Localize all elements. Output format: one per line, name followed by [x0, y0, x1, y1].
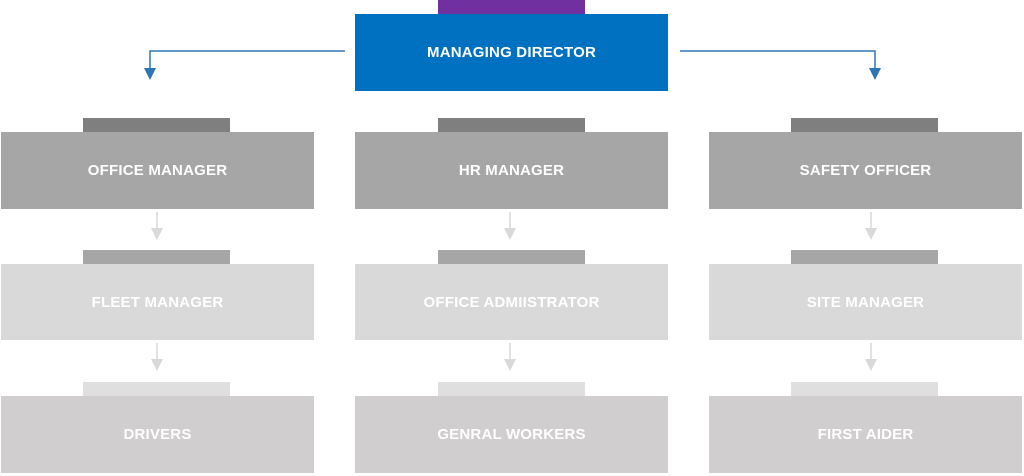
- general-workers-label: GENRAL WORKERS: [437, 426, 586, 443]
- office-manager-box: OFFICE MANAGER: [1, 132, 314, 209]
- director-tab: [438, 0, 585, 14]
- office-administrator-tab: [438, 250, 585, 264]
- office-administrator-label: OFFICE ADMIISTRATOR: [423, 293, 600, 311]
- arrow-head-col3-l1-l2: [865, 228, 877, 240]
- hr-manager-tab: [438, 118, 585, 132]
- office-manager-tab: [83, 118, 230, 132]
- fleet-manager-box: FLEET MANAGER: [1, 264, 314, 340]
- arrow-head-right-top: [869, 68, 881, 80]
- fleet-manager-tab: [83, 250, 230, 264]
- connector-right-top: [680, 50, 876, 70]
- office-administrator-box: OFFICE ADMIISTRATOR: [355, 264, 668, 340]
- arrow-head-col3-l2-l3: [865, 359, 877, 371]
- office-manager-label: OFFICE MANAGER: [87, 162, 228, 179]
- arrow-head-col2-l2-l3: [504, 359, 516, 371]
- drivers-tab: [83, 382, 230, 396]
- drivers-label: DRIVERS: [123, 426, 192, 443]
- general-workers-tab: [438, 382, 585, 396]
- arrow-head-col1-l1-l2: [151, 228, 163, 240]
- site-manager-box: SITE MANAGER: [709, 264, 1022, 340]
- arrow-head-col1-l2-l3: [151, 359, 163, 371]
- site-manager-label: SITE MANAGER: [806, 293, 925, 311]
- drivers-box: DRIVERS: [1, 396, 314, 473]
- arrow-head-col2-l1-l2: [504, 228, 516, 240]
- first-aider-label: FIRST AIDER: [817, 426, 914, 443]
- safety-officer-tab: [791, 118, 938, 132]
- hr-manager-box: HR MANAGER: [355, 132, 668, 209]
- site-manager-tab: [791, 250, 938, 264]
- safety-officer-label: SAFETY OFFICER: [799, 162, 932, 179]
- first-aider-box: FIRST AIDER: [709, 396, 1022, 473]
- managing-director-label: MANAGING DIRECTOR: [427, 44, 596, 61]
- first-aider-tab: [791, 382, 938, 396]
- fleet-manager-label: FLEET MANAGER: [91, 293, 224, 311]
- connector-left-top: [149, 50, 345, 70]
- arrow-head-left-top: [144, 68, 156, 80]
- managing-director-box: MANAGING DIRECTOR: [355, 14, 668, 91]
- hr-manager-label: HR MANAGER: [458, 162, 565, 179]
- safety-officer-box: SAFETY OFFICER: [709, 132, 1022, 209]
- general-workers-box: GENRAL WORKERS: [355, 396, 668, 473]
